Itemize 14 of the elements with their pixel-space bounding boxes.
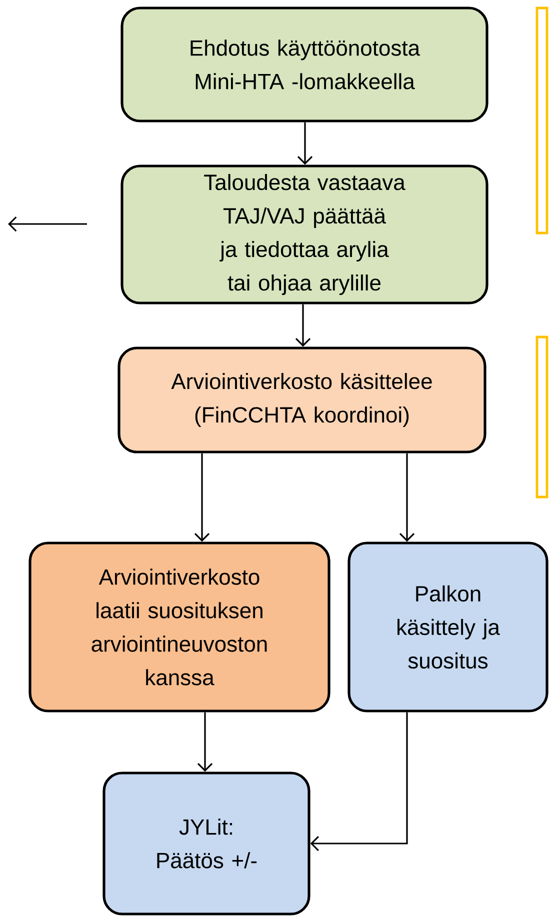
process-box: Arviointiverkosto laatii suosituksen arviointineuvoston kanssa [28, 542, 330, 712]
process-box: Ehdotus käyttöönotosta Mini-HTA -lomakkeella [120, 6, 488, 122]
arrow [297, 122, 313, 165]
process-box: Palkon käsittely ja suositus [348, 542, 548, 712]
arrow [295, 304, 311, 347]
arrow [310, 712, 408, 852]
arrow [197, 712, 213, 772]
arrow [399, 453, 415, 542]
process-box: JYLit: Päätös +/- [102, 772, 310, 916]
empty-box [536, 336, 548, 498]
arrow [194, 453, 210, 542]
process-box: Arviointiverkosto käsittelee (FinCCHTA koordinoi) [118, 346, 486, 454]
process-box: Taloudesta vastaava TAJ/VAJ päättää ja tiedottaa arylia tai ohjaa arylille [120, 164, 488, 304]
empty-box [536, 6, 548, 234]
